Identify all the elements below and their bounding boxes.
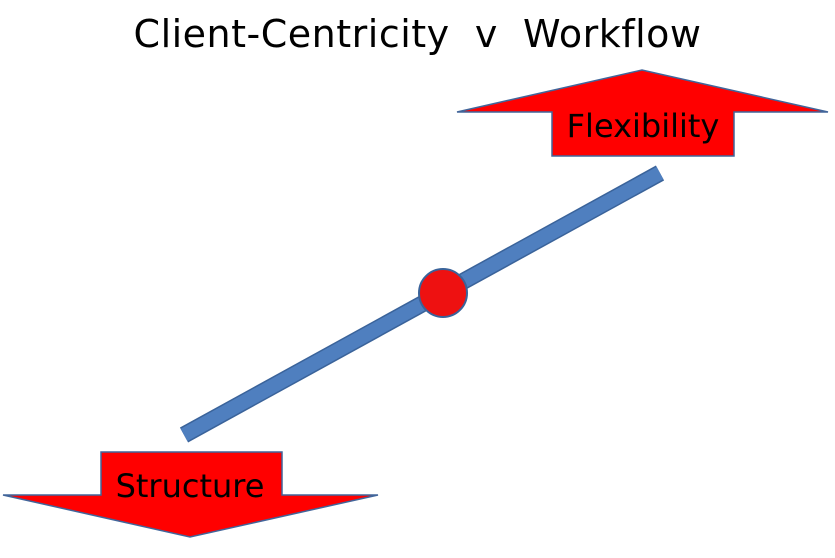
structure-arrow: Structure — [2, 451, 379, 538]
structure-arrow-shape — [2, 451, 379, 538]
flexibility-arrow: Flexibility — [456, 69, 829, 157]
flexibility-label: Flexibility — [567, 107, 720, 145]
flexibility-arrow-shape — [456, 69, 829, 157]
page-title: Client-Centricity v Workflow — [133, 12, 702, 56]
pivot-point — [418, 268, 468, 318]
structure-label: Structure — [116, 467, 265, 505]
